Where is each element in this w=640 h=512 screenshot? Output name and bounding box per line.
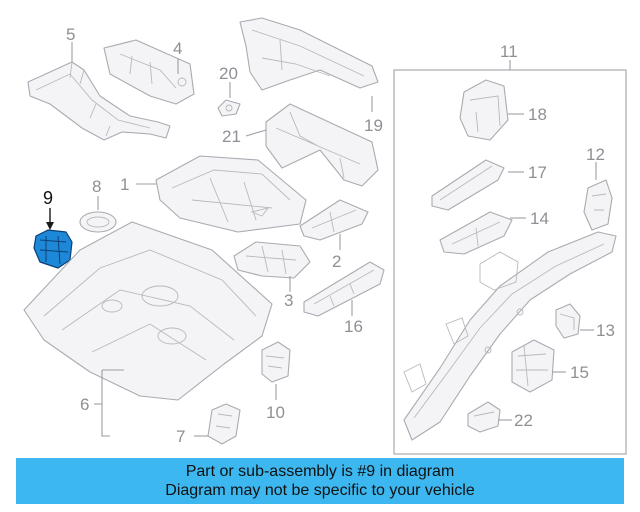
part-13-bracket xyxy=(555,303,581,339)
part-11-frame-rail xyxy=(403,231,617,441)
callout-15: 15 xyxy=(570,363,589,382)
part-19-rear-rail xyxy=(239,17,379,91)
callout-22: 22 xyxy=(514,411,533,430)
callout-19: 19 xyxy=(364,116,383,135)
part-18-bracket xyxy=(459,79,509,141)
part-5-rear-crossmember xyxy=(27,61,171,141)
part-15-bracket xyxy=(511,339,555,393)
part-20-plate xyxy=(217,99,241,117)
part-2-bracket xyxy=(299,199,369,241)
part-22-bracket xyxy=(467,401,501,433)
part-7-bracket xyxy=(207,403,241,445)
part-6-main-floor xyxy=(23,221,273,401)
callout-18: 18 xyxy=(528,105,547,124)
part-1-rear-floor-pan xyxy=(155,155,307,233)
banner-line-1: Part or sub-assembly is #9 in diagram xyxy=(185,463,455,480)
callout-7: 7 xyxy=(176,427,185,446)
banner-line-2: Diagram may not be specific to your vehi… xyxy=(165,482,475,499)
callout-12: 12 xyxy=(586,145,605,164)
callout-16: 16 xyxy=(344,317,363,336)
part-14-bracket xyxy=(439,211,513,255)
part-8-grommet xyxy=(79,211,117,233)
part-17-reinforcement xyxy=(431,159,505,211)
callout-9: 9 xyxy=(43,188,53,208)
callout-2: 2 xyxy=(332,252,341,271)
callout-17: 17 xyxy=(528,163,547,182)
callout-1: 1 xyxy=(120,175,129,194)
callout-20: 20 xyxy=(219,64,238,83)
part-9-bracket-highlighted xyxy=(33,229,73,269)
info-banner: Part or sub-assembly is #9 in diagram Di… xyxy=(16,458,624,504)
callout-10: 10 xyxy=(266,403,285,422)
callout-13: 13 xyxy=(596,321,615,340)
part-12-bracket xyxy=(583,179,613,231)
callout-11: 11 xyxy=(500,42,518,61)
part-16-rail xyxy=(303,261,385,317)
callout-8: 8 xyxy=(92,177,101,196)
callout-14: 14 xyxy=(530,209,549,228)
parts-diagram: 5 4 20 19 21 1 8 xyxy=(23,17,627,455)
callout-5: 5 xyxy=(66,25,75,44)
part-4-bracket xyxy=(103,39,195,105)
callout-6: 6 xyxy=(80,395,89,414)
callout-21: 21 xyxy=(222,127,241,146)
part-21-side-member xyxy=(265,103,379,187)
callout-3: 3 xyxy=(284,291,293,310)
callout-4: 4 xyxy=(173,39,182,58)
part-10-bracket xyxy=(261,341,291,383)
part-3-bracket xyxy=(233,241,311,279)
